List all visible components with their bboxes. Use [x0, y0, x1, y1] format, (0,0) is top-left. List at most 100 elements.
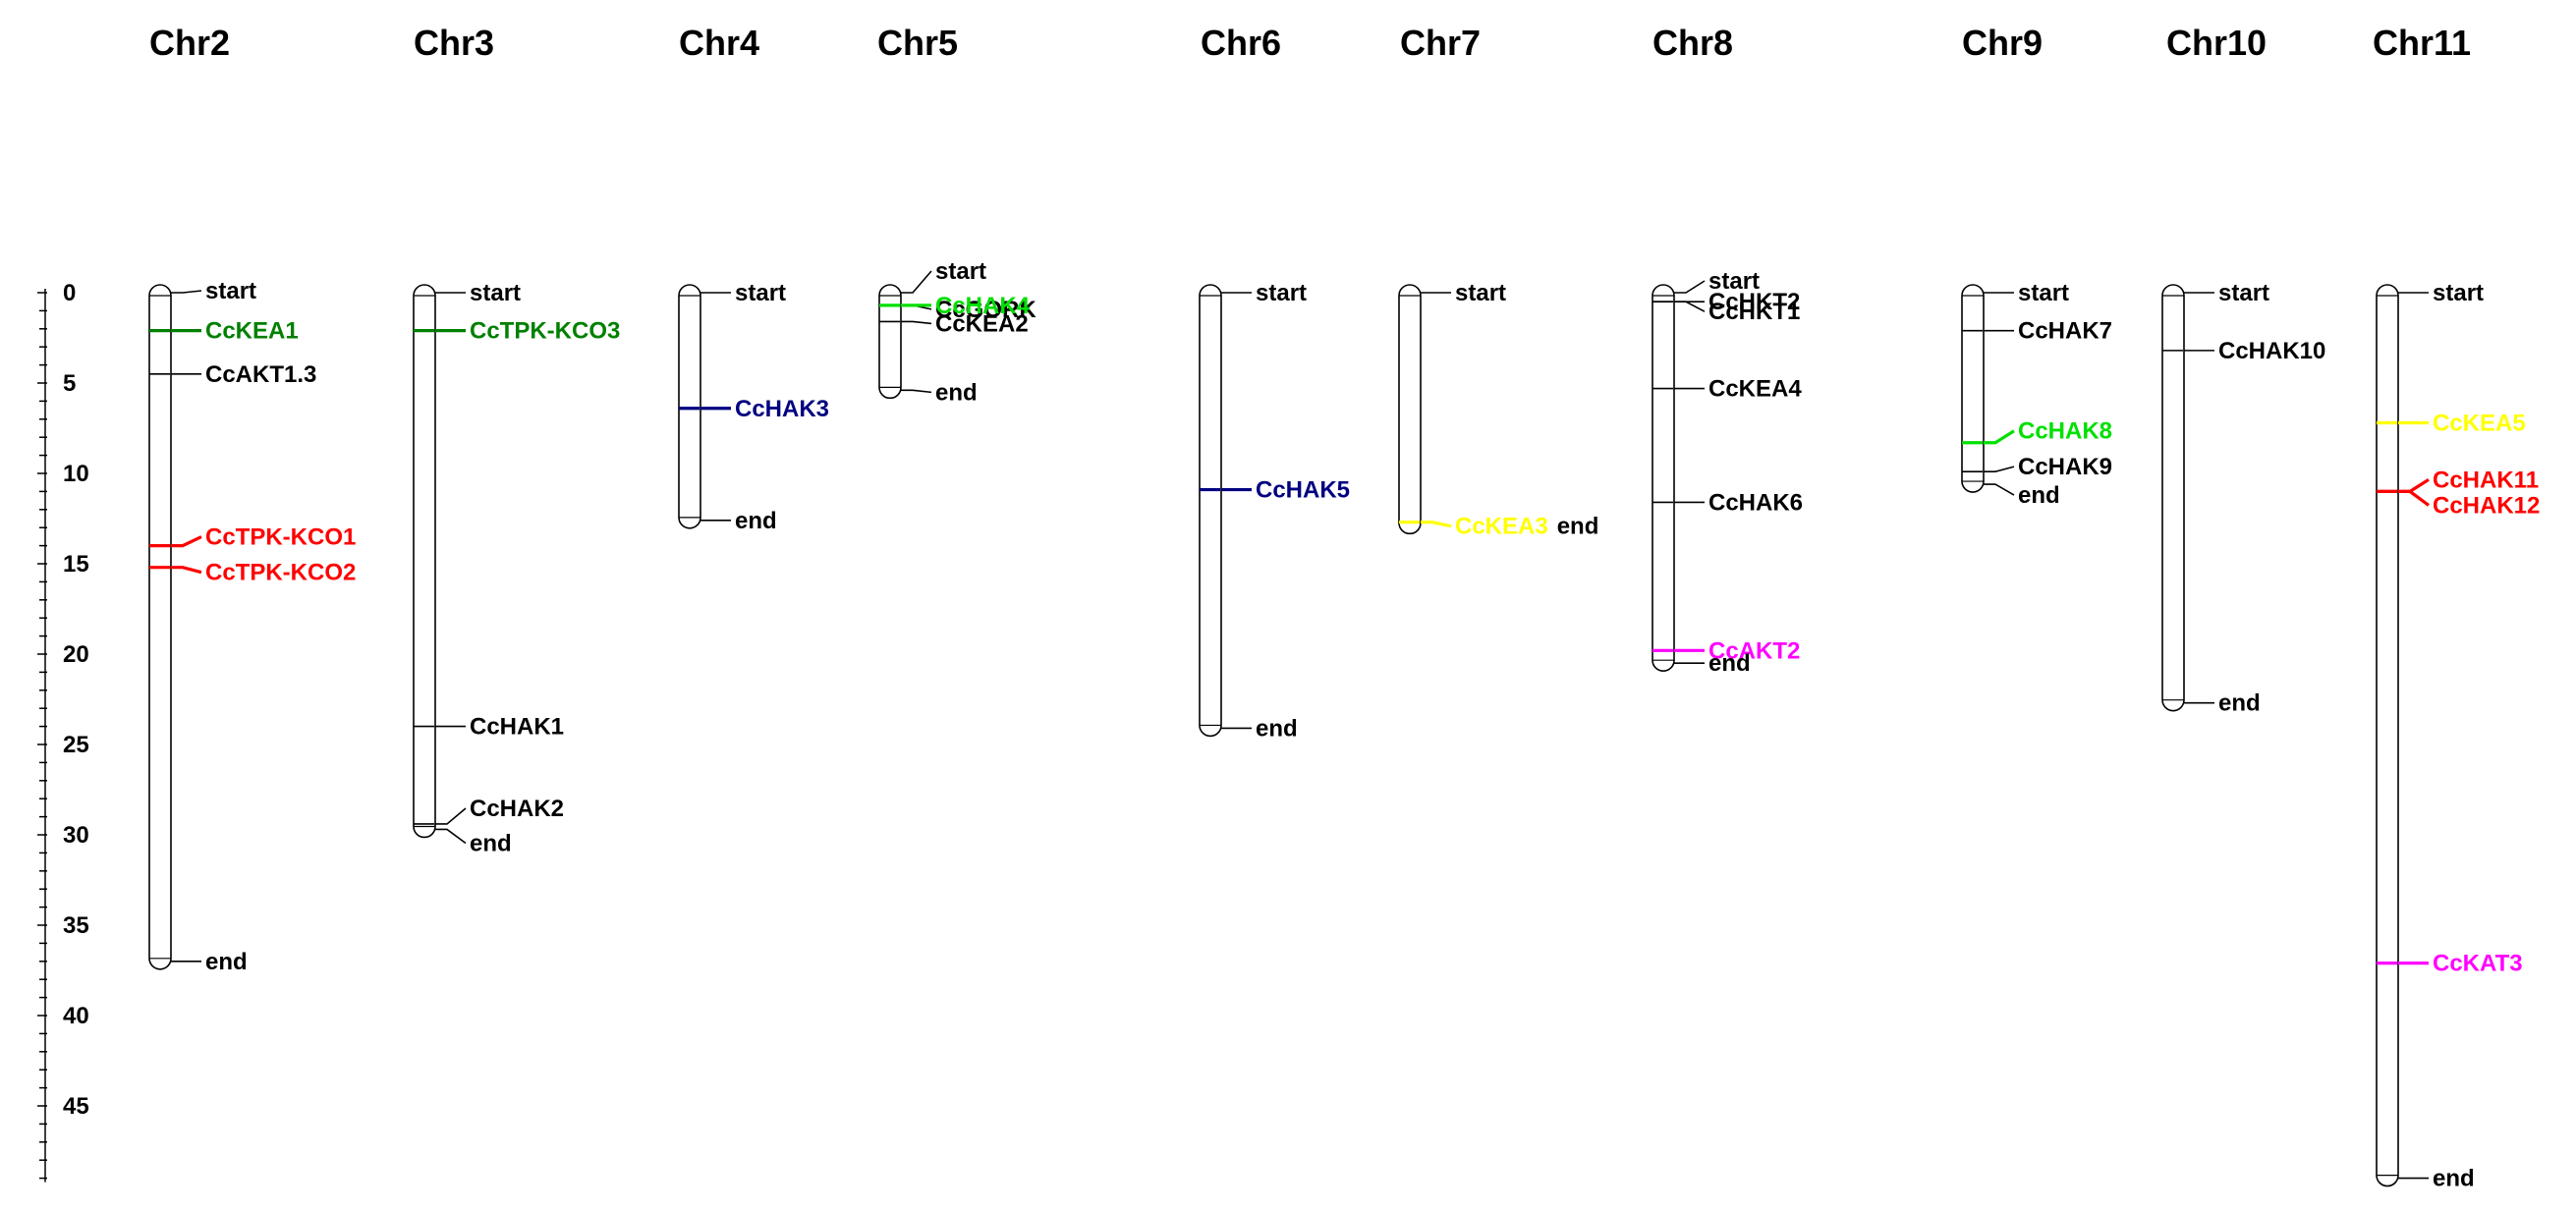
- chromosome-body: [678, 284, 701, 529]
- scale-tick-label: 35: [63, 912, 89, 939]
- chromosome-title: Chr11: [2373, 23, 2471, 63]
- gene-label: CcTPK-KCO2: [205, 560, 356, 586]
- chromosome-body: [1199, 284, 1222, 738]
- marker-connector: [435, 828, 467, 845]
- chromosome-title: Chr10: [2166, 23, 2267, 63]
- gene-label: CcKEA2: [935, 310, 1029, 337]
- scale-tick-label: 15: [63, 551, 89, 578]
- chromosome-end-label: end: [205, 949, 248, 975]
- chromosome-end-label: end: [2018, 482, 2060, 509]
- chromosome-end-label: end: [1256, 715, 1298, 742]
- gene-label: CcTPK-KCO3: [470, 318, 620, 345]
- gene-label: CcHAK7: [2018, 318, 2112, 345]
- chromosome-start-label: start: [205, 278, 256, 304]
- gene-label: CcHAK10: [2218, 338, 2325, 364]
- chromosome-end-label: end: [935, 379, 978, 406]
- chromosome-start-label: start: [735, 280, 786, 306]
- chromosome-start-label: start: [2433, 280, 2484, 306]
- chromosome-end-label: end: [470, 830, 512, 856]
- marker-connector: [2398, 478, 2430, 493]
- gene-label: CcAKT1.3: [205, 361, 316, 388]
- marker-connector: [171, 535, 202, 548]
- gene-label: CcKEA4: [1708, 376, 1802, 403]
- gene-label: CcAKT2: [1708, 637, 1800, 664]
- gene-label: CcHKT1: [1708, 299, 1800, 325]
- chromosome-title: Chr8: [1652, 23, 1733, 63]
- chromosome-start-label: start: [2018, 280, 2069, 306]
- chromosome-title: Chr6: [1201, 23, 1281, 63]
- chromosome-start-label: start: [1455, 280, 1506, 306]
- chromosome-chr2: Chr2 startCcKEA1CcAKT1.3CcTPK-KCO1CcTPK-K…: [148, 23, 356, 975]
- chromosome-title: Chr4: [679, 23, 759, 63]
- chromosome-body: [1652, 284, 1675, 673]
- marker-connector: [901, 389, 932, 394]
- marker-connector: [1984, 466, 2015, 472]
- gene-label: CcKEA5: [2433, 410, 2526, 436]
- chromosome-title: Chr3: [414, 23, 494, 63]
- scale-tick-label: 10: [63, 461, 89, 487]
- gene-label: CcHAK11: [2433, 467, 2539, 493]
- chromosome-start-label: start: [935, 258, 986, 285]
- marker-connector: [1674, 301, 1706, 312]
- chromosome-end-label: end: [735, 508, 777, 534]
- chromosome-body: [1961, 284, 1985, 493]
- gene-label: CcHKT2: [1708, 289, 1800, 315]
- chromosome-title: Chr5: [877, 23, 958, 63]
- gene-label: CcHAK8: [2018, 418, 2112, 445]
- marker-connector: [171, 290, 202, 294]
- scale-tick-label: 0: [63, 280, 76, 306]
- marker-connector: [171, 566, 202, 575]
- scale-axis: 0 5 10 15 20 25 30 35 40 45: [37, 280, 89, 1183]
- chromosome-chr8: Chr8 startCcHKT1CcHKT2CcKEA4CcHAK6CcAKT2e…: [1652, 23, 1803, 677]
- marker-connector: [1984, 483, 2015, 496]
- scale-tick-label: 25: [63, 732, 89, 758]
- marker-connector: [901, 270, 932, 294]
- chromosome-title: Chr7: [1400, 23, 1481, 63]
- marker-connector: [435, 807, 467, 825]
- chromosome-start-label: start: [1708, 268, 1760, 295]
- gene-label: CcKEA1: [205, 318, 299, 345]
- scale-tick-label: 30: [63, 822, 89, 849]
- gene-label: CcHAK2: [470, 796, 564, 822]
- chromosome-body: [2161, 284, 2185, 712]
- chromosome-body: [148, 284, 172, 970]
- scale-tick-label: 45: [63, 1093, 89, 1120]
- scale-tick-label: 40: [63, 1003, 89, 1029]
- chromosome-title: Chr9: [1962, 23, 2043, 63]
- marker-connector: [1421, 521, 1452, 528]
- chromosome-end-label: end: [1708, 650, 1751, 677]
- gene-label: CcGORK: [935, 297, 1036, 323]
- marker-connector: [2398, 489, 2430, 507]
- chromosome-body: [1398, 284, 1422, 535]
- gene-label: CcHAK12: [2433, 492, 2540, 519]
- chromosome-body: [413, 284, 436, 839]
- scale-tick-label: 20: [63, 641, 89, 668]
- chromosome-start-label: start: [2218, 280, 2269, 306]
- chromosome-end-label: end: [2433, 1166, 2475, 1192]
- marker-connector: [1674, 280, 1706, 294]
- gene-label: CcHAK3: [735, 396, 829, 422]
- marker-connector: [901, 320, 932, 325]
- gene-label: CcKAT3: [2433, 951, 2523, 977]
- gene-label: CcHAK6: [1708, 489, 1803, 516]
- gene-label: CcTPK-KCO1: [205, 524, 356, 551]
- scale-tick-label: 5: [63, 370, 76, 397]
- chromosome-body: [878, 284, 902, 400]
- chromosome-end-label: end: [1557, 513, 1599, 539]
- chromosome-start-label: start: [470, 280, 521, 306]
- gene-label: CcHAK1: [470, 714, 564, 741]
- gene-label: CcHAK4: [935, 293, 1031, 319]
- chromosome-title: Chr2: [149, 23, 230, 63]
- chromosome-body: [2376, 284, 2399, 1187]
- marker-connector: [1984, 429, 2015, 445]
- gene-label: CcHAK5: [1256, 477, 1350, 504]
